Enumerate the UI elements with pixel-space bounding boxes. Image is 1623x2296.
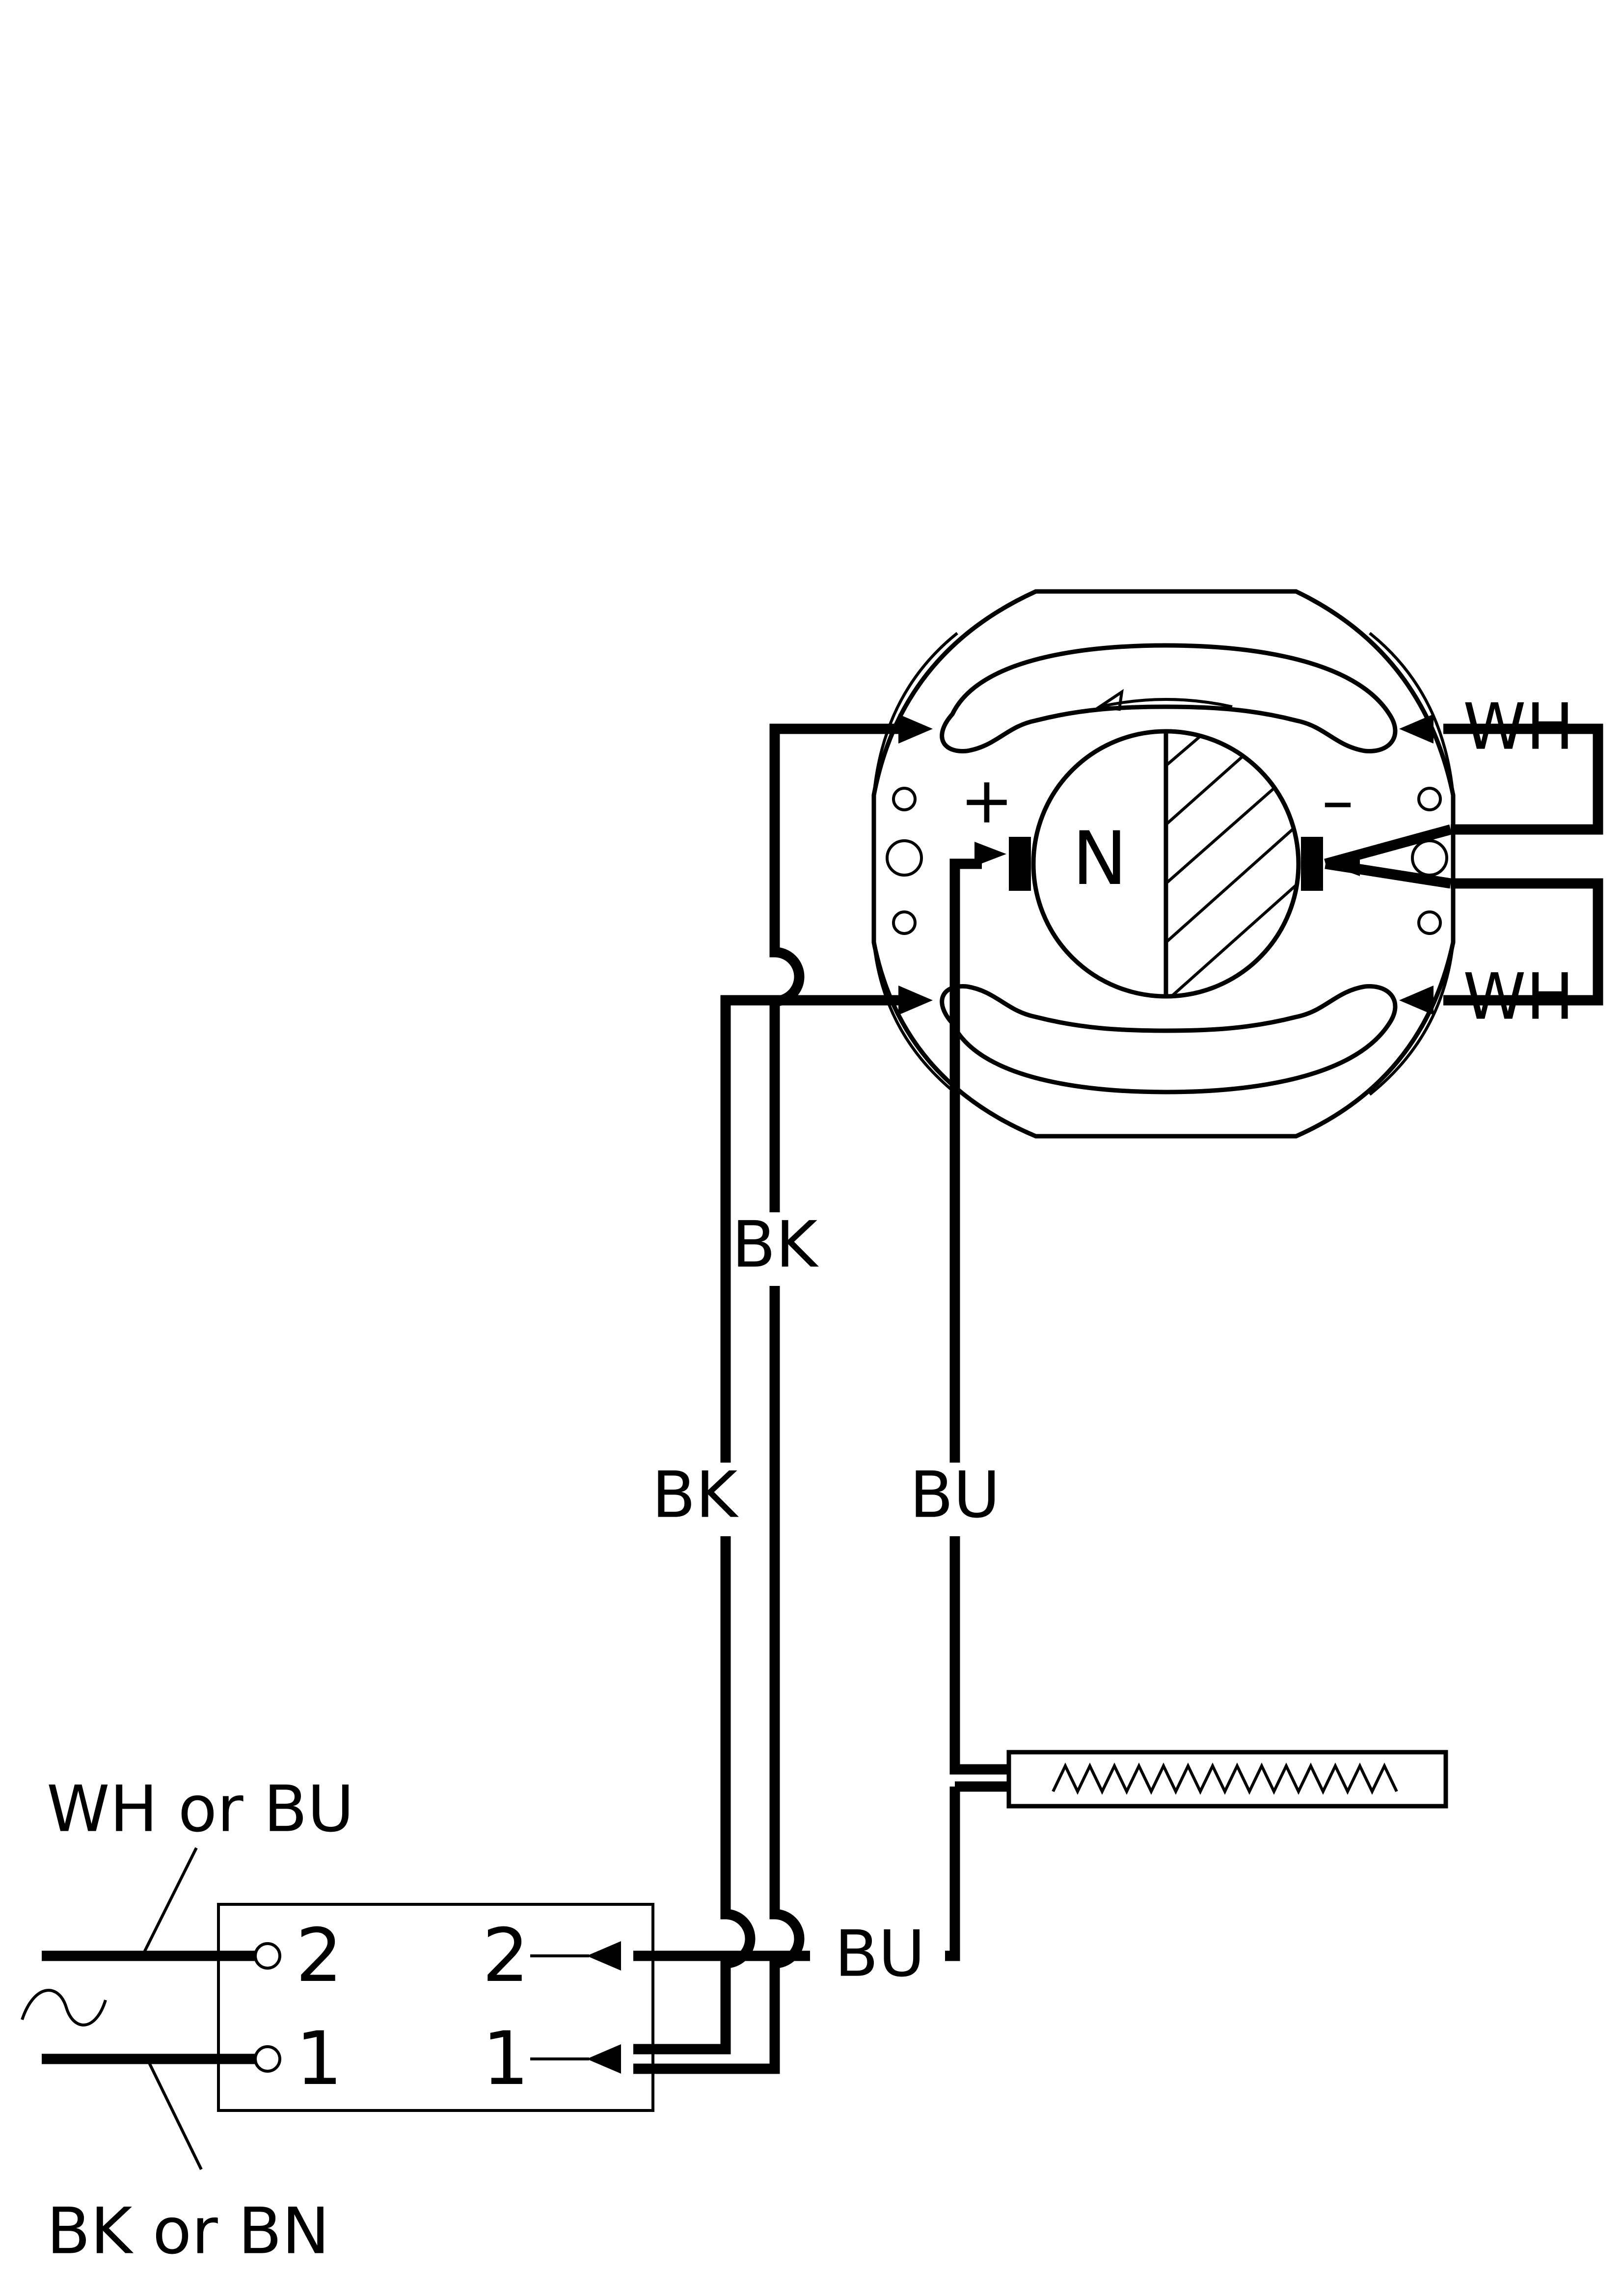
wire-bk-inner [633, 995, 906, 2055]
terminal-2-screw [254, 1942, 281, 1970]
brush-plus-label: + [960, 763, 1014, 838]
wire-label-wh-bottom: WH [1463, 960, 1574, 1034]
supply-leader-bottom [146, 2058, 203, 2170]
arrow-terminals [587, 714, 1434, 2074]
field-coil-bottom [940, 984, 1398, 1095]
supply-bottom-label: BK or BN [47, 2194, 330, 2269]
wire-label-wh-top: WH [1463, 690, 1574, 764]
wire-wh-loop [1443, 723, 1603, 1006]
wire-label-bk-lower: BK [652, 1458, 739, 1532]
mounting-hole-right-top [1417, 787, 1442, 811]
motor: N + – [871, 589, 1456, 1139]
brush-minus-label: – [1322, 763, 1354, 838]
terminal-1-screw [254, 2045, 281, 2073]
field-coil-top [940, 643, 1398, 753]
arrow-minus-brush [1325, 852, 1360, 876]
arrow-block-2 [587, 1941, 621, 1971]
arrow-block-1 [587, 2044, 621, 2074]
arrow-top-left [898, 714, 933, 744]
brush-right [1301, 837, 1323, 891]
arrow-plus-brush [974, 842, 1006, 866]
terminal-right-1: 1 [482, 2016, 529, 2102]
terminal-left-2: 2 [296, 1913, 342, 1999]
power-supply: WH or BU BK or BN [21, 1772, 354, 2269]
mounting-hole-left-bottom [892, 910, 917, 935]
terminal-block-body [217, 1903, 654, 2112]
wire-bu-junction [633, 1781, 1009, 1961]
ac-symbol [21, 1989, 107, 2027]
arrow-top-right [1399, 714, 1434, 744]
terminal-left-1: 1 [296, 2016, 342, 2102]
supply-leader-top [141, 1847, 198, 1957]
supply-top-label: WH or BU [47, 1772, 354, 1846]
capacitor [1006, 1750, 1448, 1809]
rotation-arrow [1099, 698, 1233, 708]
wire-label-bu-vertical: BU [910, 1458, 1000, 1532]
rotation-arrow-head [1095, 689, 1124, 711]
mounting-hole-right-bottom [1417, 910, 1442, 935]
mounting-hole-left-mid [886, 839, 923, 877]
motor-housing-inner [872, 632, 1455, 1096]
wire-label-bk-upper: BK [732, 1207, 819, 1282]
mounting-hole-left-top [892, 787, 917, 811]
capacitor-body [1006, 1750, 1448, 1809]
wire-bu-plus [949, 858, 1009, 1775]
brush-left [1009, 837, 1031, 891]
terminal-block: 2 1 2 1 [217, 1903, 654, 2112]
arrow-bottom-left [898, 986, 933, 1015]
rotor-hatching [1166, 731, 1298, 996]
wire-bk-outer [633, 723, 906, 2074]
wire-label-bu-junction: BU [835, 1917, 925, 1991]
terminal-right-2: 2 [482, 1913, 529, 1999]
mounting-hole-right-mid [1411, 839, 1448, 877]
arrow-bottom-right [1399, 986, 1434, 1015]
rotor-pole-label: N [1072, 816, 1127, 902]
capacitor-zigzag [1052, 1762, 1398, 1795]
terminal-right-leads [530, 1954, 589, 2060]
